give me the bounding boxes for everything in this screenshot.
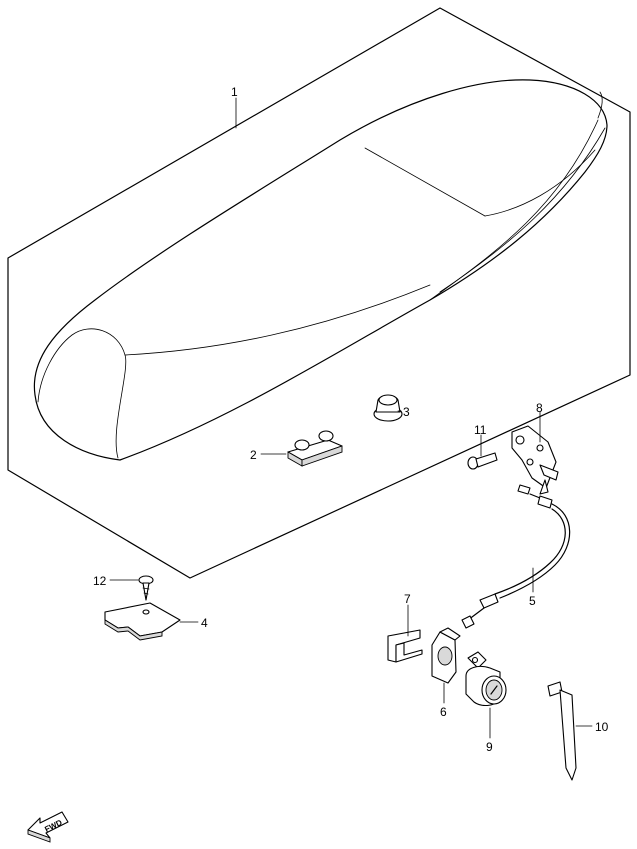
- callout-2: 2: [250, 448, 257, 462]
- callout-4: 4: [201, 616, 208, 630]
- callout-11: 11: [474, 423, 487, 437]
- seat-assembly-outline: [7, 7, 631, 579]
- callout-8: 8: [536, 401, 543, 415]
- forward-arrow-icon: FWD: [27, 811, 69, 843]
- seat-part: [33, 79, 608, 461]
- callout-6: 6: [440, 705, 447, 719]
- latch-part: [511, 425, 559, 495]
- clip-part: [387, 629, 423, 663]
- callout-1: 1: [231, 85, 238, 99]
- lock-part: [465, 651, 507, 707]
- leader-lines: [109, 97, 593, 739]
- cable-part: [461, 484, 571, 629]
- bracket-part: [431, 627, 461, 684]
- screw-part: [138, 575, 154, 601]
- cushion-part: [287, 430, 343, 467]
- callout-10: 10: [595, 720, 609, 734]
- bolt-part: [467, 452, 498, 470]
- strap-part: [547, 681, 577, 781]
- callout-3: 3: [403, 405, 410, 419]
- plate-part: [104, 602, 181, 641]
- callout-7: 7: [404, 592, 411, 606]
- callout-12: 12: [93, 574, 107, 588]
- bumper-part: [373, 394, 403, 422]
- callout-9: 9: [486, 740, 493, 754]
- callout-5: 5: [529, 594, 536, 608]
